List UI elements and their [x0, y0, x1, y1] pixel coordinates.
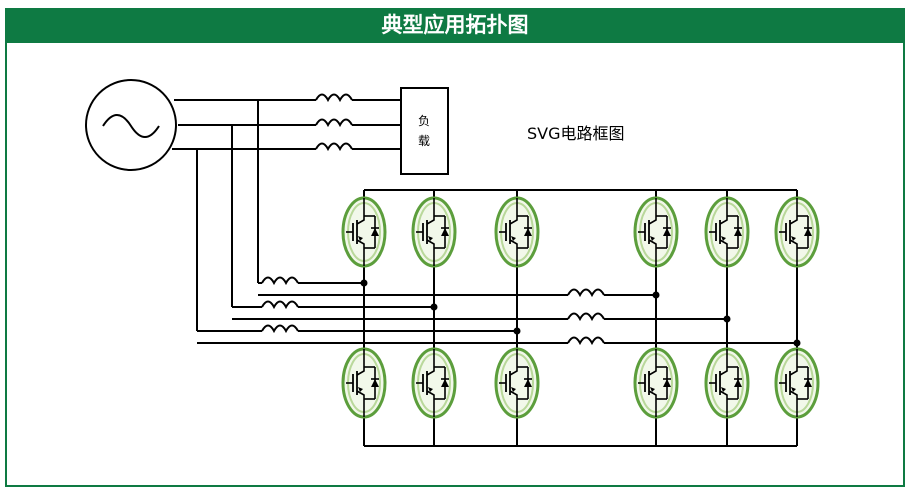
junction-nodes [360, 279, 801, 347]
dc-bus [364, 189, 797, 447]
page-title: 典型应用拓扑图 [5, 8, 905, 43]
load-feed-wires [172, 99, 401, 150]
ac-source-icon [85, 79, 177, 171]
load-box: 负 载 [400, 87, 449, 175]
load-label-2: 载 [418, 134, 430, 148]
igbt-icon-upper-row [341, 196, 820, 268]
inductor-icon [315, 93, 353, 150]
load-label-1: 负 [418, 114, 430, 128]
igbt-icon-lower-row [341, 347, 820, 419]
diagram-label: SVG电路框图 [527, 124, 625, 143]
